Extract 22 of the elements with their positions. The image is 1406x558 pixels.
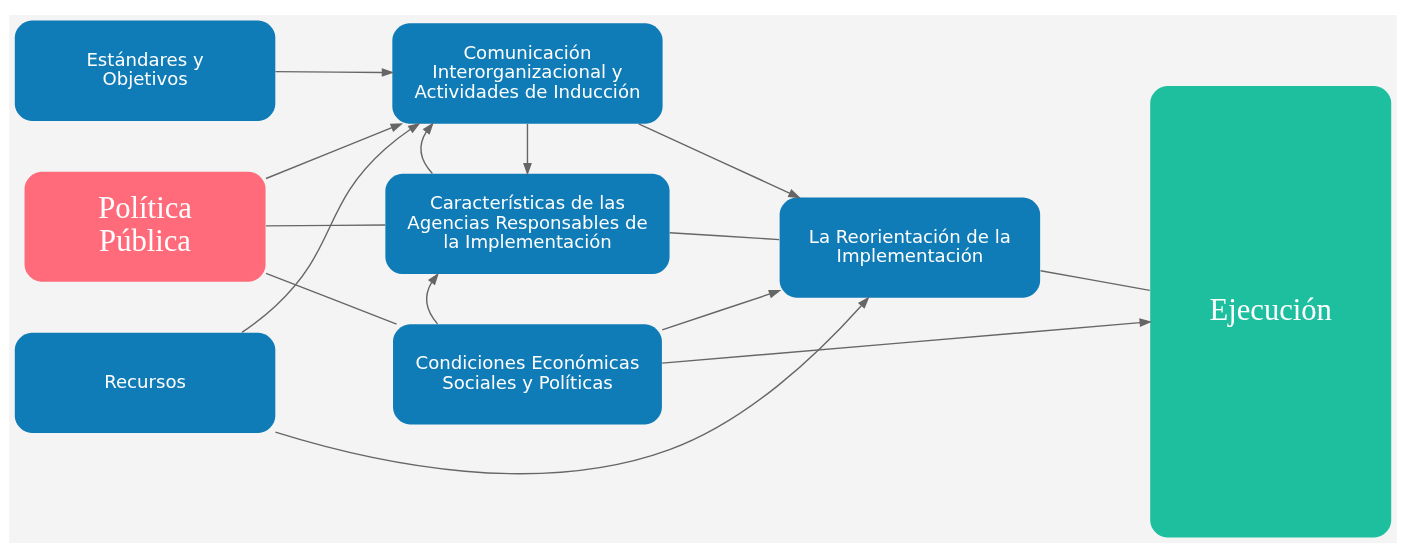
- node-box: Comunicación Interorganizacional y Actividades de Inducción: [392, 23, 663, 124]
- arrow: [523, 123, 532, 176]
- node-box: Política Pública: [24, 171, 266, 282]
- arrow: [274, 296, 870, 475]
- node-box: Estándares y Objetivos: [14, 20, 276, 121]
- node-box: Características de las Agencias Responsables de la Implementación: [385, 173, 670, 275]
- arrow: [420, 122, 434, 175]
- node-box: Recursos: [14, 332, 276, 433]
- node-box: Ejecución: [1150, 86, 1392, 538]
- arrow: [241, 122, 421, 334]
- arrow: [274, 68, 395, 77]
- arrow: [425, 272, 439, 325]
- connector: [265, 272, 398, 325]
- arrow: [661, 289, 782, 331]
- node-box: Condiciones Económicas Sociales y Políticas: [393, 324, 662, 425]
- arrow: [661, 318, 1153, 364]
- arrow: [637, 123, 801, 199]
- connector: [265, 224, 386, 227]
- connector: [669, 232, 780, 241]
- connector: [1039, 270, 1151, 292]
- arrow: [265, 123, 404, 180]
- node-box: La Reorientación de la Implementación: [779, 197, 1041, 298]
